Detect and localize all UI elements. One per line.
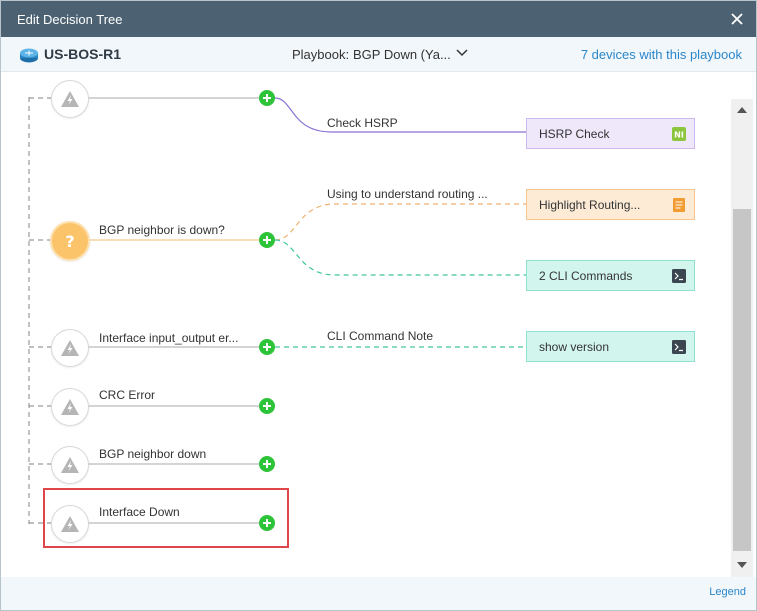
playbook-label: Playbook: — [292, 47, 350, 62]
add-node-button[interactable] — [259, 456, 275, 472]
edge-routing-note — [274, 203, 526, 241]
tree-node-trigger[interactable] — [51, 446, 89, 484]
question-icon: ? — [65, 232, 74, 251]
tree-node-trigger[interactable] — [51, 505, 89, 543]
add-node-button[interactable] — [259, 515, 275, 531]
edge-check-hsrp — [274, 97, 526, 133]
legend-link[interactable]: Legend — [709, 586, 746, 598]
edge-label: Check HSRP — [327, 116, 398, 130]
title-bar[interactable]: Edit Decision Tree — [1, 1, 756, 37]
close-icon[interactable] — [726, 8, 748, 30]
tree-node-trigger[interactable] — [51, 388, 89, 426]
tree-node-trigger[interactable] — [51, 80, 89, 118]
playbook-select[interactable]: BGP Down (Ya... — [353, 47, 451, 62]
lightning-icon — [61, 516, 79, 532]
lightning-icon — [61, 399, 79, 415]
edge-label: Using to understand routing ... — [327, 187, 488, 201]
router-icon — [20, 48, 38, 63]
node-label: CRC Error — [99, 388, 155, 402]
scroll-down-arrow-icon[interactable] — [737, 562, 747, 568]
tree-node-question[interactable]: ? — [50, 221, 90, 261]
device-name: US-BOS-R1 — [44, 46, 122, 62]
action-card-cli-commands[interactable]: 2 CLI Commands — [526, 260, 695, 291]
card-label: show version — [539, 340, 610, 354]
node-label: Interface input_output er... — [99, 331, 239, 345]
node-label: Interface Down — [99, 505, 180, 519]
lightning-icon — [61, 340, 79, 356]
vertical-scrollbar[interactable] — [731, 99, 753, 577]
edge-cli-commands — [274, 239, 526, 276]
note-icon — [673, 198, 685, 212]
chevron-down-icon[interactable] — [455, 48, 469, 58]
add-node-button[interactable] — [259, 232, 275, 248]
action-card-hsrp-check[interactable]: HSRP Check NI — [526, 118, 695, 149]
node-label: BGP neighbor is down? — [99, 223, 225, 237]
tree-connectors — [28, 97, 526, 524]
edge-label: CLI Command Note — [327, 329, 434, 343]
device-header: US-BOS-R1 Playbook: BGP Down (Ya... 7 de… — [1, 37, 756, 72]
devices-with-playbook-link[interactable]: 7 devices with this playbook — [580, 47, 742, 62]
terminal-icon — [672, 340, 686, 354]
ni-badge-text: NI — [674, 131, 684, 140]
card-label: 2 CLI Commands — [539, 269, 633, 283]
tree-canvas[interactable]: ? BGP neighbor is down? Interface input_… — [1, 72, 731, 577]
lightning-icon — [61, 457, 79, 473]
card-label: Highlight Routing... — [539, 198, 641, 212]
card-label: HSRP Check — [539, 127, 610, 141]
dialog-title: Edit Decision Tree — [17, 12, 123, 27]
scroll-up-arrow-icon[interactable] — [737, 107, 747, 113]
svg-text:?: ? — [65, 232, 74, 251]
dialog-footer: Legend — [1, 577, 756, 610]
scrollbar-thumb[interactable] — [733, 209, 751, 551]
add-node-button[interactable] — [259, 339, 275, 355]
add-node-button[interactable] — [259, 398, 275, 414]
node-label: BGP neighbor down — [99, 447, 207, 461]
add-node-button[interactable] — [259, 90, 275, 106]
action-card-highlight-routing[interactable]: Highlight Routing... — [526, 189, 695, 220]
action-card-show-version[interactable]: show version — [526, 331, 695, 362]
tree-node-trigger[interactable] — [51, 329, 89, 367]
ni-badge-icon: NI — [672, 127, 686, 141]
lightning-icon — [61, 91, 79, 107]
terminal-icon — [672, 269, 686, 283]
